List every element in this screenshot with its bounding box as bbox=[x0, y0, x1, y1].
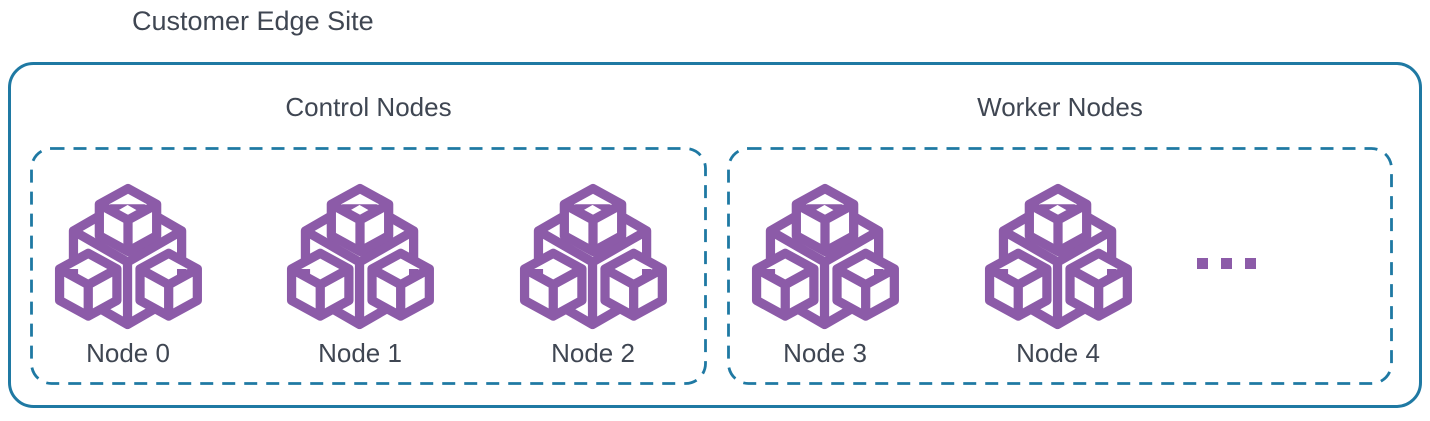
diagram-title: Customer Edge Site bbox=[132, 6, 374, 36]
node-label: Node 1 bbox=[318, 338, 402, 368]
cluster-cubes-icon bbox=[751, 183, 899, 330]
edge-site-boundary-box bbox=[8, 62, 1422, 408]
node-label: Node 0 bbox=[86, 338, 170, 368]
worker-nodes-group-box bbox=[727, 147, 1393, 385]
node-label: Node 3 bbox=[783, 338, 867, 368]
cluster-cubes-icon bbox=[286, 183, 434, 330]
ellipsis-square bbox=[1221, 258, 1232, 269]
node-label: Node 4 bbox=[1016, 338, 1100, 368]
cluster-cubes-icon bbox=[54, 183, 202, 330]
cluster-cubes-icon bbox=[984, 183, 1132, 330]
ellipsis-square bbox=[1197, 258, 1208, 269]
node-group-node-0: Node 0 bbox=[43, 183, 213, 368]
more-nodes-ellipsis-icon bbox=[1197, 258, 1256, 269]
node-group-node-2: Node 2 bbox=[508, 183, 678, 368]
ellipsis-square bbox=[1245, 258, 1256, 269]
node-group-node-1: Node 1 bbox=[275, 183, 445, 368]
node-group-node-4: Node 4 bbox=[973, 183, 1143, 368]
cluster-cubes-icon bbox=[519, 183, 667, 330]
control-nodes-group-label: Control Nodes bbox=[285, 92, 452, 122]
node-group-node-3: Node 3 bbox=[740, 183, 910, 368]
node-label: Node 2 bbox=[551, 338, 635, 368]
worker-nodes-group-label: Worker Nodes bbox=[977, 92, 1143, 122]
control-nodes-group-box bbox=[30, 147, 707, 385]
